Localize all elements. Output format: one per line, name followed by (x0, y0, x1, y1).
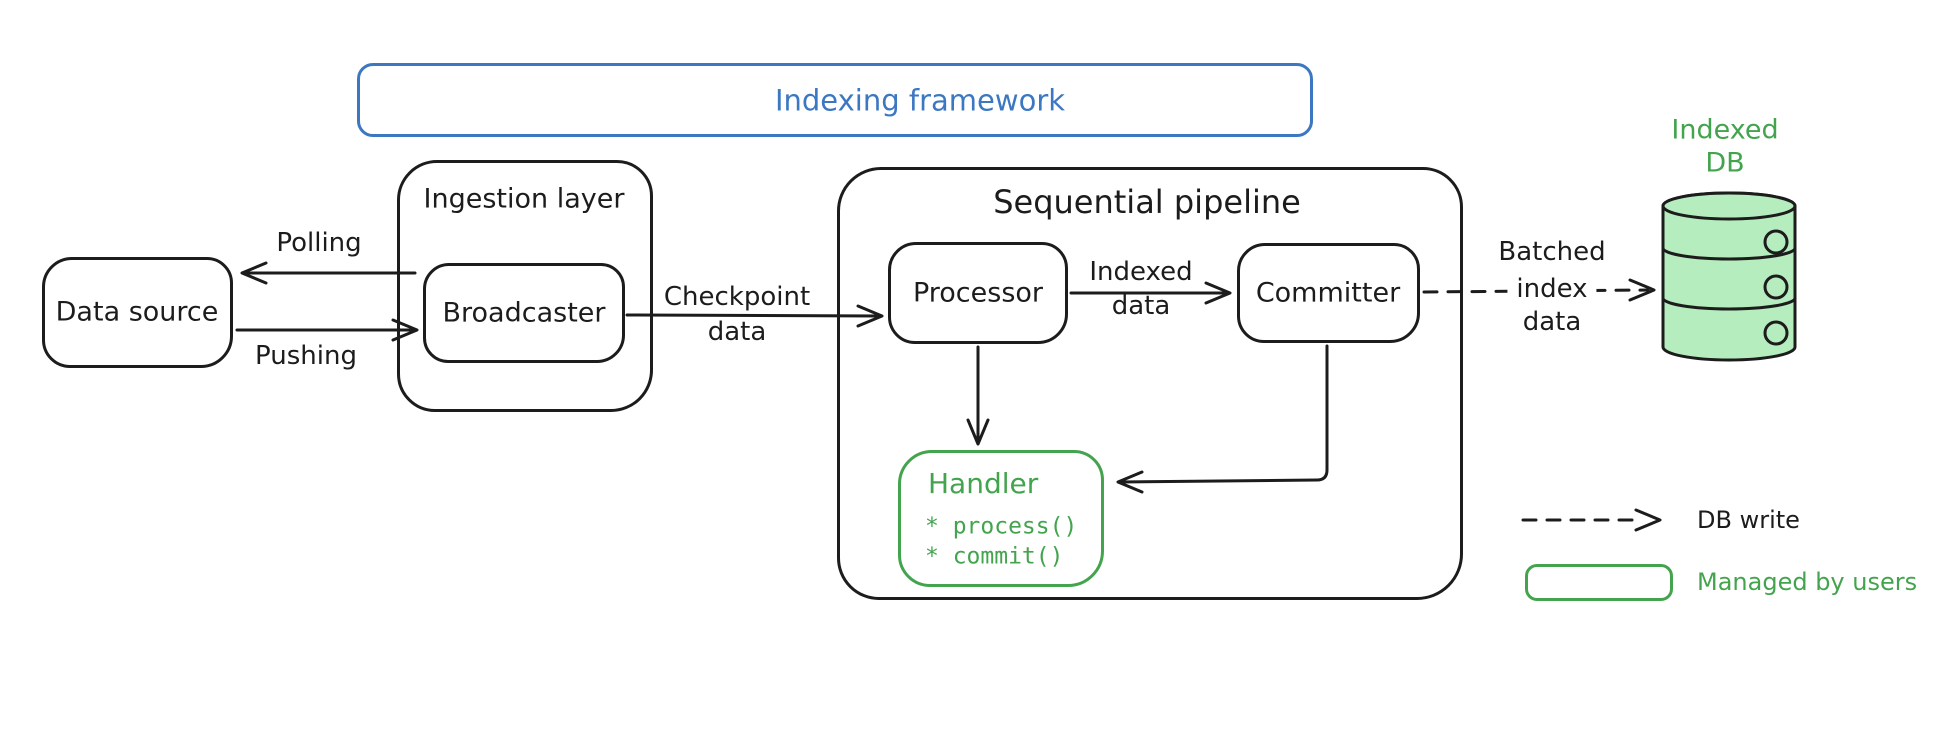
polling-arrow (240, 261, 417, 285)
pushing-arrow (235, 318, 419, 342)
ingestion-layer-label: Ingestion layer (423, 183, 625, 215)
legend-managed-by-users-box (1525, 564, 1673, 601)
data-source-label: Data source (55, 296, 219, 328)
batched-index-data-label-line2: index (1507, 276, 1597, 302)
indexed-db-cylinder (1661, 191, 1797, 362)
handler-node (898, 450, 1104, 587)
polling-label: Polling (276, 228, 362, 258)
legend-db-write-arrow (1521, 508, 1662, 532)
pushing-label: Pushing (255, 341, 357, 371)
indexing-framework-frame (357, 63, 1313, 137)
handler-method-process: * process() (925, 513, 1078, 540)
broadcaster-node (423, 263, 625, 363)
sequential-pipeline-node (837, 167, 1463, 600)
indexed-data-label-line2: data (1111, 291, 1171, 321)
legend-db-write-label: DB write (1697, 506, 1800, 534)
indexing-framework-label: Indexing framework (774, 83, 1066, 118)
checkpoint-data-label-line2: data (707, 317, 767, 347)
processor-node (888, 242, 1068, 344)
indexed-db-label-line1: Indexed (1671, 114, 1779, 146)
processor-label: Processor (912, 277, 1044, 309)
data-source-node (42, 257, 233, 368)
db-disk-dot-2 (1763, 274, 1789, 300)
checkpoint-data-label-line1: Checkpoint (663, 282, 811, 312)
committer-label: Committer (1255, 277, 1401, 309)
broadcaster-label: Broadcaster (442, 297, 606, 329)
ingestion-layer-node (397, 160, 653, 412)
indexed-data-label-line1: Indexed (1089, 257, 1193, 287)
db-disk-dot-1 (1763, 229, 1789, 255)
handler-method-commit: * commit() (925, 543, 1064, 570)
batched-index-data-label-line1: Batched (1498, 237, 1606, 267)
indexed-db-label-line2: DB (1705, 147, 1745, 179)
sequential-pipeline-label: Sequential pipeline (993, 183, 1301, 221)
batched-index-data-label-line3: data (1522, 307, 1582, 337)
legend-managed-label: Managed by users (1697, 568, 1918, 596)
handler-title: Handler (928, 467, 1039, 500)
db-disk-dot-3 (1763, 320, 1789, 346)
committer-node (1237, 243, 1420, 343)
